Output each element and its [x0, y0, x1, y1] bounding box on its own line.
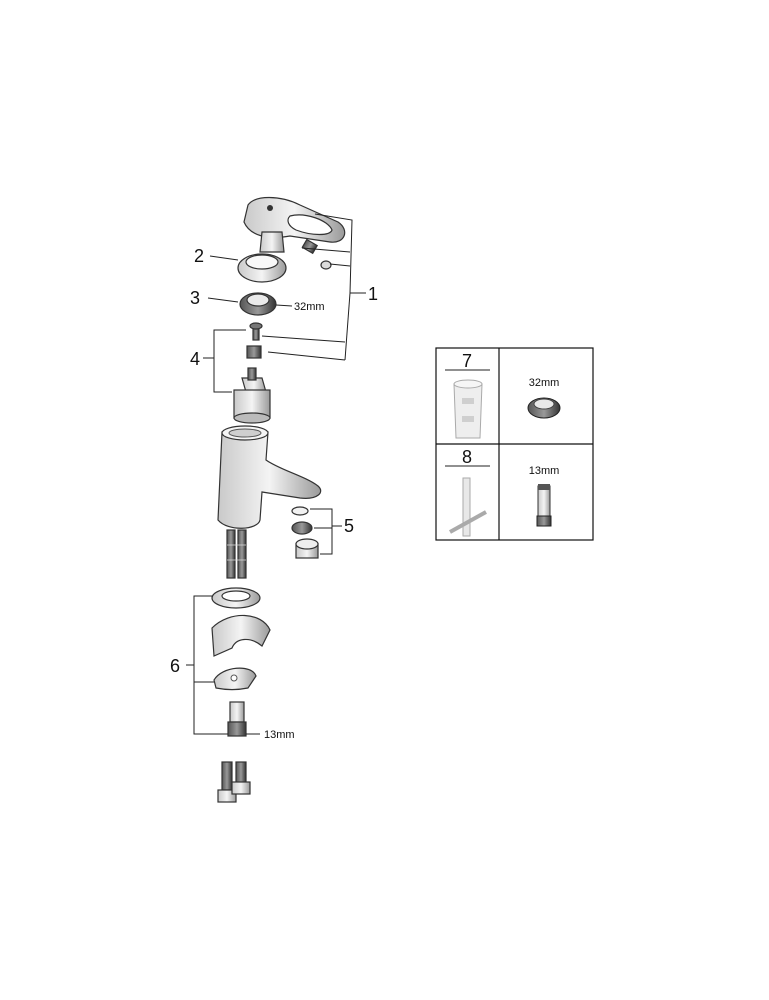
braided-hoses — [226, 529, 247, 579]
stud-13mm-icon — [536, 484, 552, 527]
aerator-insert — [291, 521, 313, 535]
leader-lines — [186, 213, 366, 735]
lever-handle — [243, 196, 346, 253]
callout-6: 6 — [170, 656, 180, 676]
nut-32mm-icon — [527, 397, 561, 419]
tool-7-number: 7 — [462, 351, 472, 371]
horseshoe-plate — [211, 614, 271, 657]
threaded-stud — [227, 701, 247, 737]
callout-5: 5 — [344, 516, 354, 536]
cover-ring — [237, 253, 287, 283]
hose-connectors — [217, 761, 251, 803]
fixing-washer — [213, 667, 257, 691]
callout-4: 4 — [190, 349, 200, 369]
t-key-tool-icon — [449, 477, 487, 537]
callout-2: 2 — [194, 246, 204, 266]
nut-size-label: 32mm — [294, 301, 325, 313]
cartridge — [233, 367, 271, 424]
aerator-washer — [291, 506, 309, 516]
stud-size-label: 13mm — [264, 729, 295, 741]
faucet-body — [217, 425, 322, 529]
tool-7-size: 32mm — [529, 377, 560, 389]
aerator-housing — [295, 538, 319, 559]
handle-cap — [320, 260, 332, 270]
mounting-ring — [211, 587, 261, 609]
cartridge-adapter — [246, 345, 262, 359]
handle-screw — [301, 238, 319, 255]
callout-1: 1 — [368, 284, 378, 304]
tool-8-number: 8 — [462, 447, 472, 467]
socket-tool-icon — [453, 379, 483, 439]
tools-table: 7 8 32mm 13mm — [435, 347, 594, 541]
cartridge-screw — [249, 322, 263, 341]
nut-32mm — [239, 292, 277, 316]
tool-8-size: 13mm — [529, 465, 560, 477]
callout-3: 3 — [190, 288, 200, 308]
